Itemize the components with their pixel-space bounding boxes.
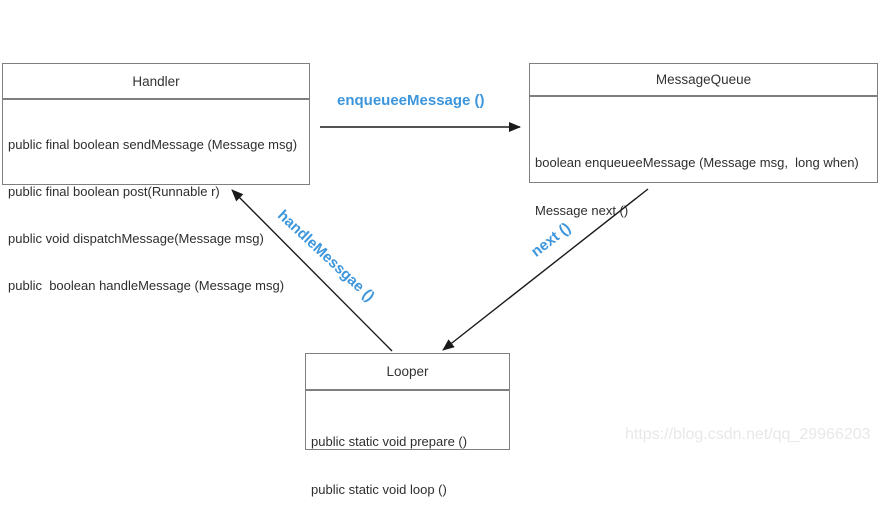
method-prepare: public static void prepare ()	[311, 434, 468, 449]
method-enqueueemessage: boolean enqueueeMessage (Message msg, lo…	[535, 155, 859, 170]
class-title-handler: Handler	[3, 64, 309, 100]
csdn-watermark: https://blog.csdn.net/qq_29966203	[625, 426, 871, 443]
uml-diagram-canvas: Handler public final boolean sendMessage…	[2, 63, 878, 497]
class-box-looper: Looper public static void prepare () pub…	[305, 353, 510, 497]
method-next: Message next ()	[535, 203, 629, 218]
class-members-messagequeue: boolean enqueueeMessage (Message msg, lo…	[530, 97, 877, 250]
class-title-messagequeue: MessageQueue	[530, 64, 877, 97]
class-box-messagequeue: MessageQueue boolean enqueueeMessage (Me…	[529, 63, 878, 218]
class-members-looper: public static void prepare () public sta…	[306, 391, 509, 529]
method-post: public final boolean post(Runnable r)	[8, 184, 220, 199]
method-dispatchmessage: public void dispatchMessage(Message msg)	[8, 231, 264, 246]
class-box-handler: Handler public final boolean sendMessage…	[2, 63, 310, 293]
class-title-looper: Looper	[306, 354, 509, 391]
method-loop: public static void loop ()	[311, 482, 447, 497]
method-sendmessage: public final boolean sendMessage (Messag…	[8, 137, 298, 152]
method-handlemessage: public boolean handleMessage (Message ms…	[8, 278, 285, 293]
arrow-label-enqueueemessage: enqueueeMessage ()	[337, 92, 485, 109]
class-members-handler: public final boolean sendMessage (Messag…	[3, 100, 309, 324]
